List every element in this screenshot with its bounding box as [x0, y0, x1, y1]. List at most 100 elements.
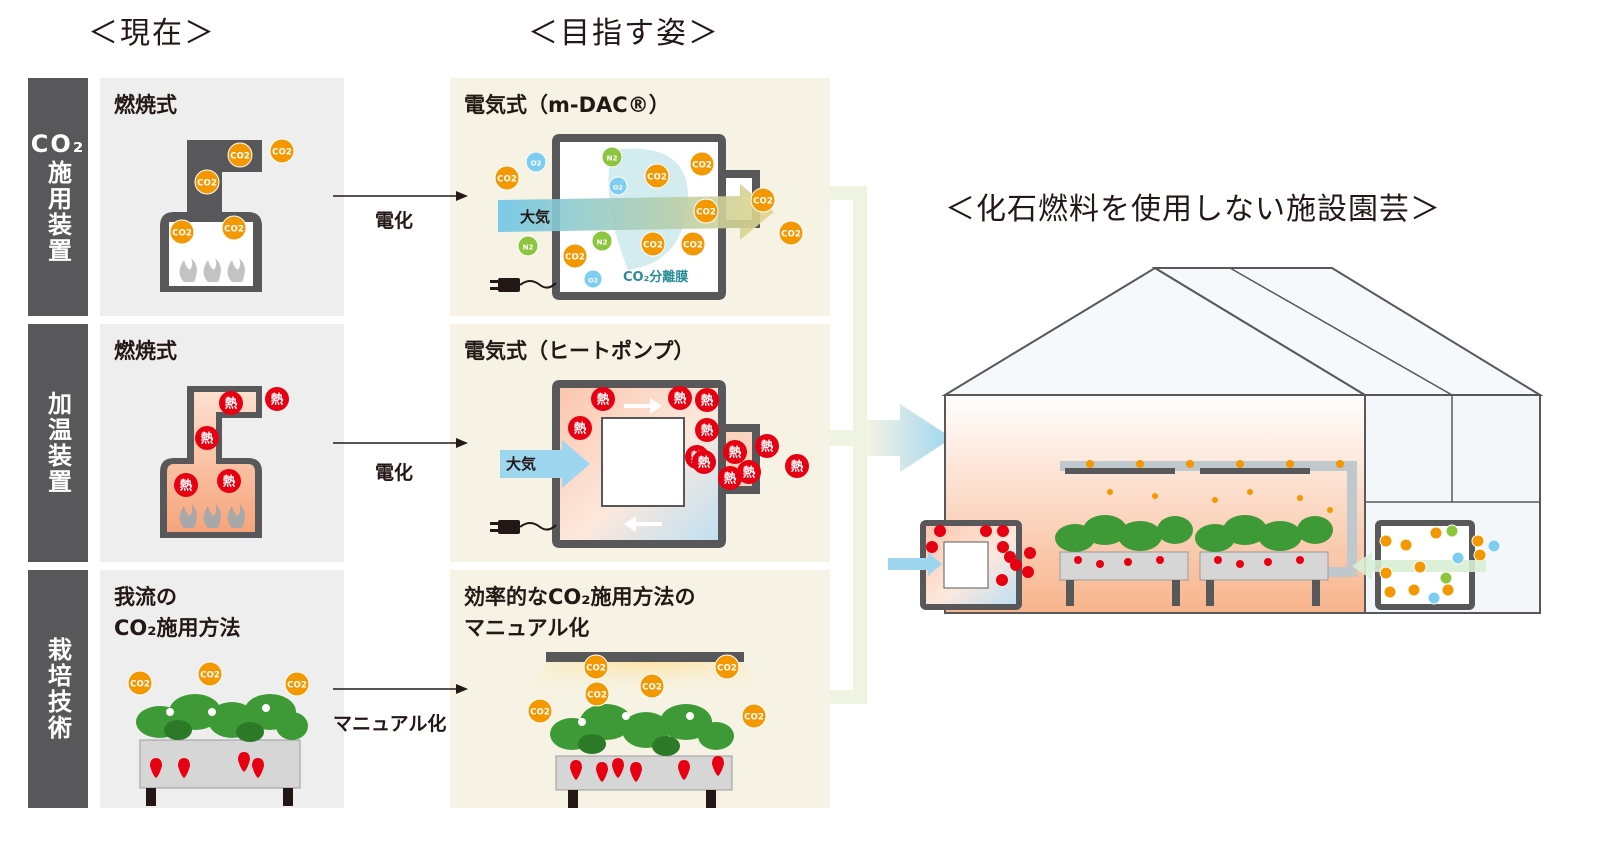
heat-badge: 熱 [785, 454, 809, 478]
heatpump-air-arrow [500, 440, 590, 488]
heat-badge-label: 熱 [698, 455, 711, 470]
n2-badge [1439, 571, 1453, 585]
row-label-co2-device: CO₂ 施用装置 [28, 78, 88, 316]
row-label-heating-text: 加温装置 [43, 391, 72, 495]
co2-badge [1413, 560, 1427, 574]
co2-badge [1407, 583, 1421, 597]
co2-badge: CO2 [640, 231, 666, 257]
co2-badge-label: CO2 [530, 708, 550, 718]
co2-badge-label: CO2 [172, 229, 192, 239]
co2-badge-label: CO2 [692, 161, 712, 171]
air-flow-arrow [498, 184, 774, 240]
co2-badge-label: CO2 [647, 173, 667, 183]
heat-badge-label: 熱 [724, 471, 737, 486]
co2-badge-label: CO2 [287, 681, 307, 691]
heat-badge: 熱 [219, 391, 243, 415]
co2-badge-label: CO2 [586, 664, 606, 674]
o2-badge: O2 [525, 151, 547, 173]
heat-badge [997, 541, 1009, 553]
co2-badge: CO2 [689, 151, 715, 177]
connector-bracket [830, 186, 952, 704]
heat-badge [934, 525, 946, 537]
heat-badge-label: 熱 [574, 421, 587, 436]
co2-badge-label: CO2 [565, 253, 585, 263]
n2-badge: N2 [591, 230, 613, 252]
heat-badge: 熱 [723, 440, 747, 464]
header-target: ＜目指す姿＞ [528, 16, 720, 51]
heat-badge: 熱 [718, 466, 742, 490]
heat-badge-label: 熱 [271, 392, 284, 407]
co2-badge: CO2 [680, 231, 706, 257]
led-lamp [546, 652, 744, 662]
co2-badge-label: CO2 [587, 691, 607, 701]
co2-badge: CO2 [527, 698, 553, 724]
heat-badge: 熱 [695, 418, 719, 442]
transition-arrows [333, 191, 468, 694]
co2-badge [1379, 534, 1393, 548]
co2-badge-label: CO2 [744, 713, 764, 723]
co2-badge: CO2 [639, 673, 665, 699]
o2-badge: O2 [608, 176, 628, 196]
co2-badge [1429, 526, 1443, 540]
current-heating-title: 燃焼式 [114, 339, 177, 363]
heat-badge-label: 熱 [729, 445, 742, 460]
co2-badge-label: CO2 [642, 683, 662, 693]
row-label-heating: 加温装置 [28, 324, 88, 562]
heat-badge-label: 熱 [201, 431, 214, 446]
heat-badge-label: 熱 [743, 465, 756, 480]
co2-badge: CO2 [221, 215, 247, 241]
header-greenhouse: ＜化石燃料を使用しない施設園芸＞ [945, 192, 1441, 227]
co2-badge: CO2 [227, 142, 253, 168]
co2-badge: CO2 [584, 681, 610, 707]
o2-badge: O2 [583, 269, 603, 289]
dac-air-label: 大気 [520, 208, 550, 226]
arrow-label-electrify-2: 電化 [375, 462, 414, 484]
heatpump-air-label: 大気 [506, 455, 536, 473]
heat-badge-label: 熱 [225, 396, 238, 411]
target-dac-title: 電気式（m-DAC®） [464, 93, 670, 117]
co2-badge-label: CO2 [643, 241, 663, 251]
heat-badge [1024, 547, 1036, 559]
n2-badge: N2 [601, 146, 623, 168]
co2-badge: CO2 [494, 165, 520, 191]
co2-badge [1473, 548, 1487, 562]
heat-badge: 熱 [668, 386, 692, 410]
heat-badge [980, 525, 992, 537]
greenhouse [888, 266, 1544, 614]
co2-badge-label: CO2 [753, 197, 773, 207]
co2-badge: CO2 [693, 198, 719, 224]
heat-badge-label: 熱 [701, 423, 714, 438]
heat-badge: 熱 [692, 450, 716, 474]
heat-badge-label: 熱 [597, 392, 610, 407]
heat-badge [1010, 559, 1022, 571]
heat-badge: 熱 [195, 426, 219, 450]
co2-badge: CO2 [127, 670, 153, 696]
co2-badge: CO2 [284, 671, 310, 697]
o2-badge-label: O2 [613, 184, 623, 192]
co2-badge: CO2 [644, 163, 670, 189]
arrow-label-electrify-1: 電化 [375, 210, 414, 232]
heat-badge [926, 541, 938, 553]
co2-badge-label: CO2 [200, 671, 220, 681]
co2-badge: CO2 [778, 220, 804, 246]
plug-icon-heatpump [490, 520, 557, 534]
heat-badge: 熱 [265, 387, 289, 411]
co2-badge [1471, 534, 1485, 548]
o2-badge [1487, 539, 1501, 553]
n2-badge-label: N2 [606, 154, 617, 163]
heat-badge: 熱 [755, 434, 779, 458]
target-manual-title: 効率的なCO₂施用方法の マニュアル化 [464, 585, 696, 640]
co2-badge: CO2 [741, 703, 767, 729]
co2-badge: CO2 [194, 169, 220, 195]
row-label-cultivation: 栽培技術 [28, 570, 88, 808]
co2-badge-label: CO2 [130, 680, 150, 690]
n2-badge-label: N2 [522, 243, 533, 252]
o2-badge [1427, 591, 1441, 605]
co2-badge-label: CO2 [224, 225, 244, 235]
arrow-label-manual: マニュアル化 [333, 713, 447, 735]
row-label-co2-text: 施用装置 [43, 160, 72, 264]
heat-badge: 熱 [174, 473, 198, 497]
co2-badge [1379, 566, 1393, 580]
